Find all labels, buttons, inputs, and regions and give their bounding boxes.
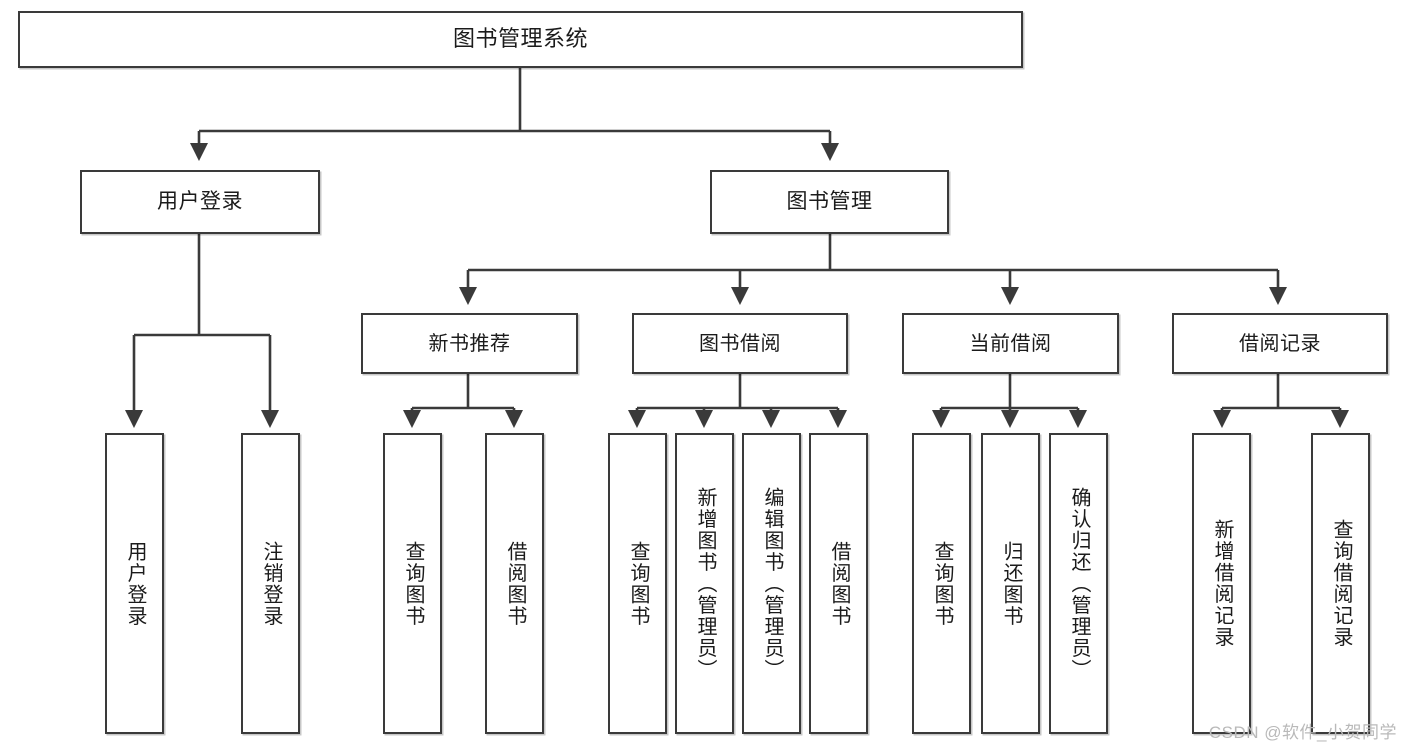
leaf-confirm-return-admin[interactable]: 确认归还（管理员） xyxy=(1049,433,1108,734)
node-new-book-recommend[interactable]: 新书推荐 xyxy=(361,313,578,374)
leaf-user-login-label: 用户登录 xyxy=(124,540,146,627)
leaf-borrow-book-recommend-label: 借阅图书 xyxy=(504,540,526,627)
node-root-label: 图书管理系统 xyxy=(452,26,588,52)
leaf-query-book-recommend[interactable]: 查询图书 xyxy=(383,433,442,734)
node-book-borrow[interactable]: 图书借阅 xyxy=(632,313,848,374)
leaf-return-book[interactable]: 归还图书 xyxy=(981,433,1040,734)
watermark-text: CSDN @软件_小贺同学 xyxy=(1208,723,1397,742)
leaf-confirm-return-admin-label: 确认归还（管理员） xyxy=(1068,486,1090,681)
node-borrow-record[interactable]: 借阅记录 xyxy=(1172,313,1388,374)
leaf-edit-book-admin[interactable]: 编辑图书（管理员） xyxy=(742,433,801,734)
leaf-user-login[interactable]: 用户登录 xyxy=(105,433,164,734)
leaf-query-book-current-label: 查询图书 xyxy=(931,540,953,627)
node-root[interactable]: 图书管理系统 xyxy=(18,11,1023,68)
leaf-borrow-book-recommend[interactable]: 借阅图书 xyxy=(485,433,544,734)
leaf-query-borrow-record-label: 查询借阅记录 xyxy=(1330,519,1352,648)
leaf-logout[interactable]: 注销登录 xyxy=(241,433,300,734)
leaf-query-book-recommend-label: 查询图书 xyxy=(402,540,424,627)
leaf-query-book-borrow[interactable]: 查询图书 xyxy=(608,433,667,734)
node-new-book-recommend-label: 新书推荐 xyxy=(428,332,511,355)
leaf-add-book-admin[interactable]: 新增图书（管理员） xyxy=(675,433,734,734)
node-current-borrow-label: 当前借阅 xyxy=(969,332,1052,355)
leaf-logout-label: 注销登录 xyxy=(260,540,282,627)
node-current-borrow[interactable]: 当前借阅 xyxy=(902,313,1119,374)
node-borrow-record-label: 借阅记录 xyxy=(1239,332,1321,355)
leaf-add-book-admin-label: 新增图书（管理员） xyxy=(694,486,716,681)
leaf-add-borrow-record[interactable]: 新增借阅记录 xyxy=(1192,433,1251,734)
leaf-add-borrow-record-label: 新增借阅记录 xyxy=(1211,519,1233,648)
leaf-query-book-borrow-label: 查询图书 xyxy=(627,540,649,627)
leaf-return-book-label: 归还图书 xyxy=(1000,540,1022,627)
node-book-management-label: 图书管理 xyxy=(786,190,873,214)
leaf-query-book-current[interactable]: 查询图书 xyxy=(912,433,971,734)
node-user-login[interactable]: 用户登录 xyxy=(80,170,320,234)
node-user-login-label: 用户登录 xyxy=(157,190,243,214)
node-book-management[interactable]: 图书管理 xyxy=(710,170,949,234)
node-book-borrow-label: 图书借阅 xyxy=(699,332,781,355)
leaf-edit-book-admin-label: 编辑图书（管理员） xyxy=(761,486,783,681)
leaf-query-borrow-record[interactable]: 查询借阅记录 xyxy=(1311,433,1370,734)
leaf-borrow-book-label: 借阅图书 xyxy=(828,540,850,627)
leaf-borrow-book[interactable]: 借阅图书 xyxy=(809,433,868,734)
